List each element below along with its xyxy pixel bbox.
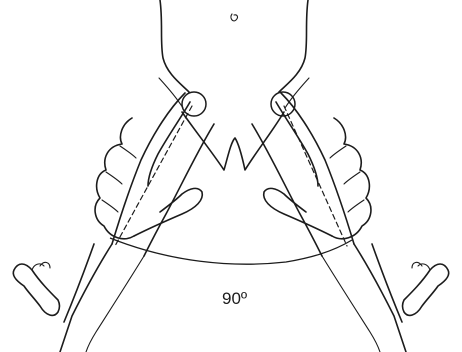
right-shin-front (322, 256, 380, 352)
left-thigh-inner (144, 124, 214, 256)
angle-label: 90º (222, 289, 247, 308)
left-foot (13, 264, 59, 315)
right-foot (403, 264, 449, 315)
left-thigh-outer (112, 93, 185, 244)
right-wrist (264, 188, 332, 236)
left-leg (13, 93, 214, 352)
left-wrist (134, 188, 202, 236)
right-thigh-outer (281, 93, 354, 244)
left-hip-joint (182, 92, 206, 116)
right-femur-axis (284, 106, 347, 246)
right-leg (252, 93, 449, 352)
right-thigh-inner (252, 124, 322, 256)
right-calf (354, 244, 406, 352)
navel (231, 14, 238, 21)
left-hand (95, 102, 202, 239)
left-shin-front (86, 256, 144, 352)
right-hand (264, 102, 371, 239)
groin-outline (182, 112, 284, 170)
left-femur-axis (115, 106, 192, 246)
left-calf (60, 244, 112, 352)
